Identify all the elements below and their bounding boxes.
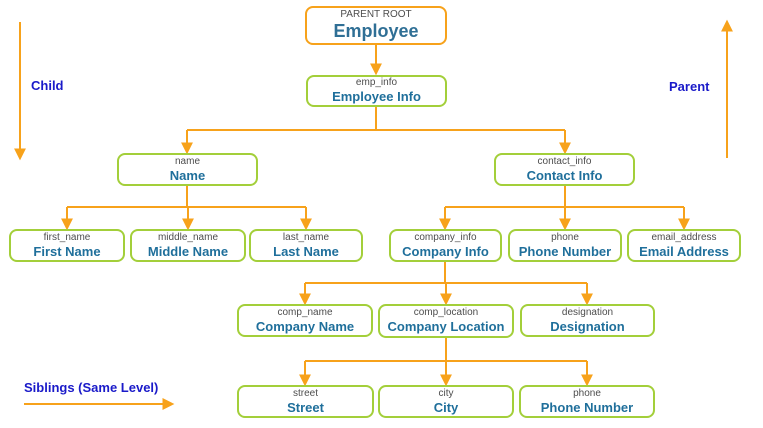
legend-siblings-label: Siblings (Same Level) <box>24 380 159 395</box>
node-label: Company Info <box>402 243 489 259</box>
node-label: City <box>433 399 459 415</box>
node-phone: phone Phone Number <box>508 229 622 262</box>
node-company-info: company_info Company Info <box>389 229 502 262</box>
node-label: First Name <box>33 243 101 259</box>
node-last-name: last_name Last Name <box>249 229 363 262</box>
node-key: designation <box>561 306 614 318</box>
node-key: email_address <box>651 231 717 243</box>
node-emp-info: emp_info Employee Info <box>306 75 447 107</box>
node-key: comp_location <box>413 307 479 318</box>
node-street: street Street <box>237 385 374 418</box>
node-contact-info: contact_info Contact Info <box>494 153 635 186</box>
node-first-name: first_name First Name <box>9 229 125 262</box>
node-label: Street <box>287 399 324 415</box>
node-key: last_name <box>282 231 330 243</box>
node-key: company_info <box>414 231 477 243</box>
node-label: Company Location <box>387 319 505 334</box>
node-comp-name: comp_name Company Name <box>237 304 373 337</box>
node-label: Employee Info <box>332 89 421 104</box>
node-designation: designation Designation <box>520 304 655 337</box>
node-label: Designation <box>550 318 625 334</box>
node-city: city City <box>378 385 514 418</box>
legend-child-label: Child <box>31 78 64 93</box>
node-label: Company Name <box>255 318 355 334</box>
node-label: Email Address <box>639 243 729 259</box>
node-middle-name: middle_name Middle Name <box>130 229 246 262</box>
node-key: city <box>438 387 454 399</box>
node-label: Contact Info <box>526 167 603 183</box>
node-key: phone <box>551 231 579 243</box>
node-comp-location: comp_location Company Location <box>378 304 514 338</box>
node-key: emp_info <box>355 77 398 88</box>
node-key: middle_name <box>157 231 219 243</box>
node-root: PARENT ROOT Employee <box>305 6 447 45</box>
node-key: street <box>292 387 318 399</box>
node-label: Name <box>169 167 206 183</box>
legend-parent-label: Parent <box>669 79 710 94</box>
node-label: Employee <box>333 21 419 41</box>
node-label: Middle Name <box>147 243 229 259</box>
node-key: first_name <box>43 231 91 243</box>
node-location-phone: phone Phone Number <box>519 385 655 418</box>
node-name: name Name <box>117 153 258 186</box>
node-key: comp_name <box>277 306 333 318</box>
node-key: contact_info <box>537 155 592 167</box>
node-label: Last Name <box>273 243 339 259</box>
node-key: PARENT ROOT <box>340 9 412 20</box>
node-label: Phone Number <box>540 399 634 415</box>
node-email-address: email_address Email Address <box>627 229 741 262</box>
node-key: phone <box>573 387 601 399</box>
node-key: name <box>174 155 200 167</box>
node-label: Phone Number <box>518 243 612 259</box>
